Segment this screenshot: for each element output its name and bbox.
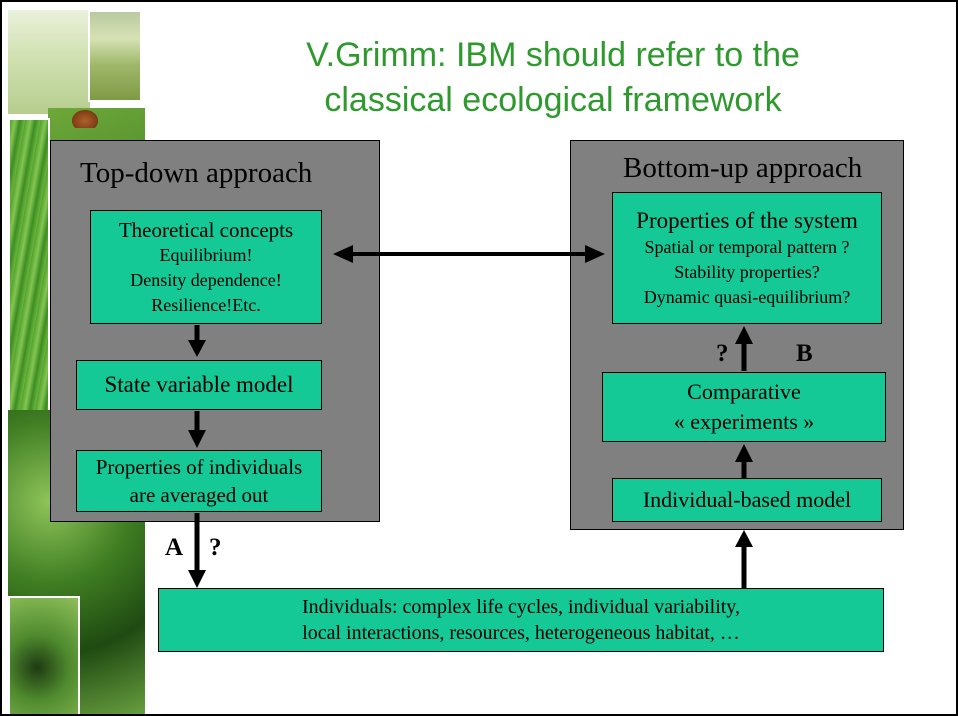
comparative-experiments-box: Comparative « experiments » — [602, 372, 886, 442]
state-variable-model-label: State variable model — [104, 372, 294, 397]
concept-equilibrium: Equilibrium! — [159, 244, 253, 265]
state-variable-model-box: State variable model — [76, 360, 322, 410]
system-properties-title: Properties of the system — [636, 207, 858, 233]
arrow-label-b-question: ? — [716, 340, 729, 367]
concept-resilience: Resilience!Etc. — [151, 294, 261, 315]
individual-based-model-box: Individual-based model — [612, 478, 882, 522]
individual-based-model-label: Individual-based model — [642, 487, 852, 512]
comparative-label: Comparative — [687, 379, 801, 404]
arrow-individuals-to-ibm — [735, 530, 753, 588]
theoretical-concepts-box: Theoretical concepts Equilibrium! Densit… — [90, 210, 322, 324]
bottom-up-heading: Bottom-up approach — [623, 152, 863, 184]
system-properties-box: Properties of the system Spatial or temp… — [612, 192, 882, 324]
individuals-line-2: local interactions, resources, heterogen… — [302, 622, 740, 644]
photo-hat — [72, 110, 98, 128]
theoretical-concepts-title: Theoretical concepts — [118, 217, 294, 242]
averaged-properties-line-1: Properties of individuals — [95, 455, 303, 479]
averaged-properties-line-2: are averaged out — [129, 483, 269, 507]
slide-title-line-2: classical ecological framework — [324, 81, 782, 119]
arrow-label-b: B — [796, 340, 813, 367]
concept-density-dependence: Density dependence! — [130, 269, 282, 290]
individuals-box: Individuals: complex life cycles, indivi… — [158, 588, 884, 652]
photo-leaf-inset — [8, 596, 80, 716]
photo-grass — [8, 118, 50, 412]
property-spatial-pattern: Spatial or temporal pattern ? — [644, 236, 850, 257]
slide-title: V.Grimm: IBM should refer to the classic… — [150, 33, 956, 123]
property-quasi-equilibrium: Dynamic quasi-equilibrium? — [643, 286, 851, 307]
property-stability: Stability properties? — [674, 261, 820, 282]
experiments-label: « experiments » — [673, 409, 815, 434]
slide-title-line-1: V.Grimm: IBM should refer to the — [306, 36, 800, 74]
top-down-heading: Top-down approach — [80, 157, 313, 189]
arrow-label-a: A — [165, 534, 184, 561]
photo-grass-faded — [8, 10, 90, 114]
arrow-label-a-question: ? — [209, 534, 222, 561]
arrow-averaged-to-individuals — [188, 513, 206, 588]
averaged-properties-box: Properties of individuals are averaged o… — [76, 450, 322, 512]
photo-field — [88, 10, 142, 102]
individuals-line-1: Individuals: complex life cycles, indivi… — [301, 596, 741, 618]
